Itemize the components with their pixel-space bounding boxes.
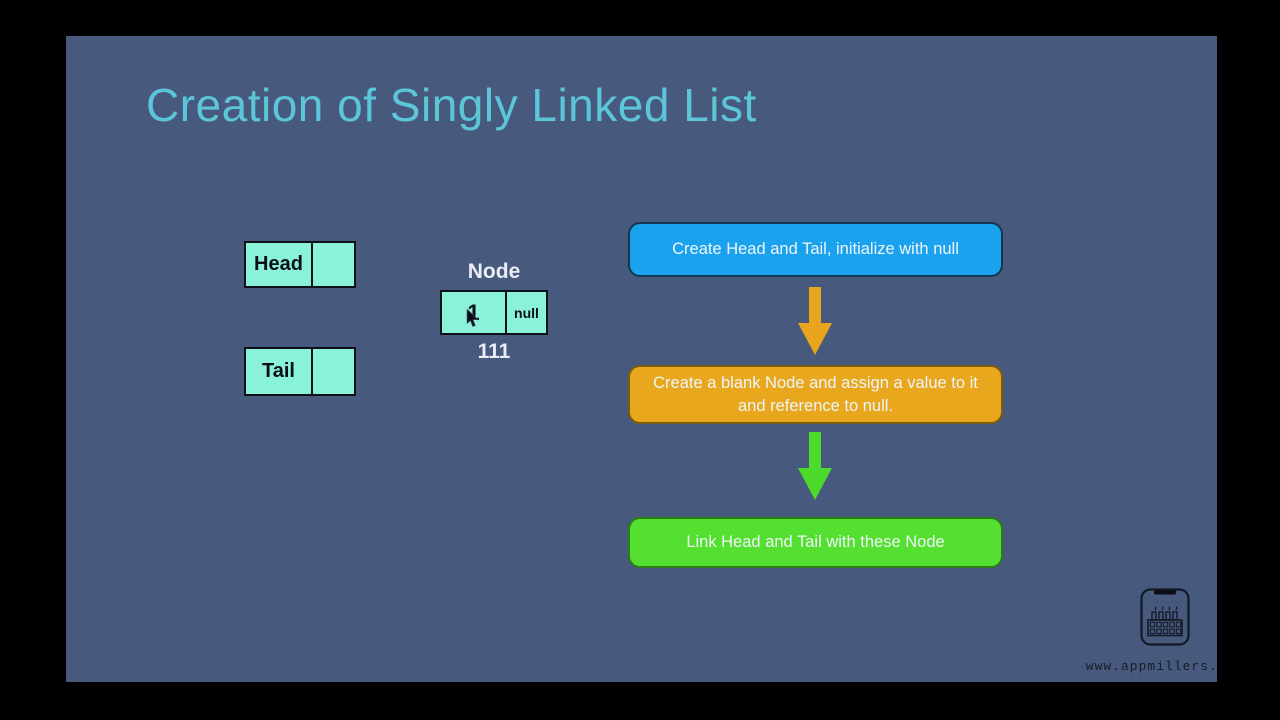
down-arrow-icon [798,432,832,500]
head-label: Head [246,243,313,286]
head-pointer-cell [313,243,354,286]
presentation-slide: Creation of Singly Linked List Head Tail… [66,36,1217,682]
brand-watermark: www.appmillers.com [1060,588,1217,674]
node-next-cell: null [514,304,539,321]
flow-step-create-head-tail: Create Head and Tail, initialize with nu… [628,222,1003,277]
mouse-cursor-icon [466,309,479,327]
head-variable-box: Head [244,241,356,288]
down-arrow-icon [798,287,832,355]
slide-title: Creation of Singly Linked List [146,79,757,131]
node-diagram: Node 1 null 111 [440,260,548,364]
tail-label: Tail [246,349,313,394]
appmillers-phone-logo-icon [1140,588,1190,646]
node-address: 111 [477,340,511,363]
node-caption: Node [467,260,521,283]
node-value-cell: 1 [442,292,507,333]
node-box: 1 null [440,290,548,335]
brand-url: www.appmillers.com [1085,659,1217,674]
flow-step-create-blank-node: Create a blank Node and assign a value t… [628,365,1003,424]
tail-variable-box: Tail [244,347,356,396]
flow-step-link-head-tail: Link Head and Tail with these Node [628,517,1003,568]
tail-pointer-cell [313,349,354,394]
